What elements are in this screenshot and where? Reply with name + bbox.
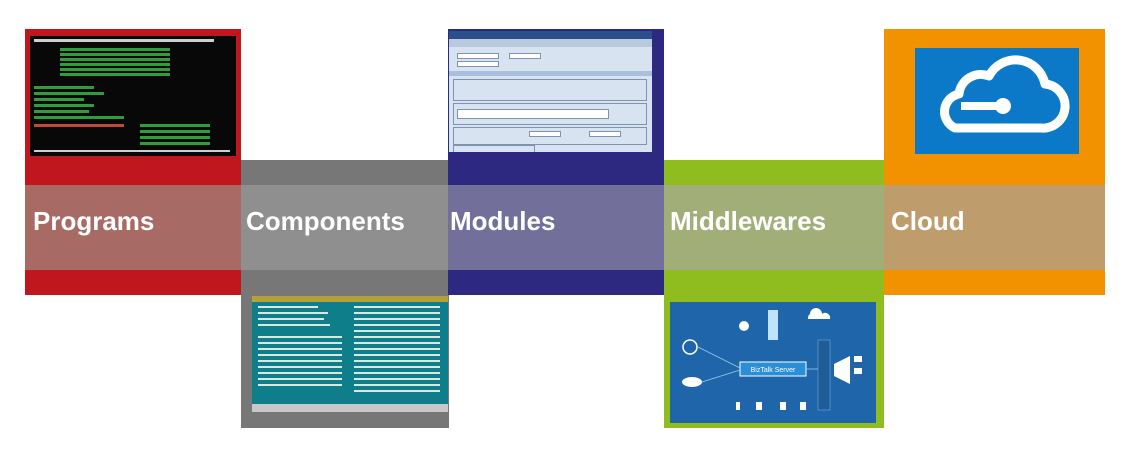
programs-terminal-screenshot	[30, 36, 236, 156]
biztalk-server-label: BizTalk Server	[751, 367, 796, 374]
components-dos-screenshot	[252, 296, 448, 412]
middleware-biztalk-diagram: BizTalk Server	[670, 302, 876, 423]
modules-sap-screenshot	[449, 31, 652, 152]
azure-cloud-logo	[915, 48, 1079, 154]
